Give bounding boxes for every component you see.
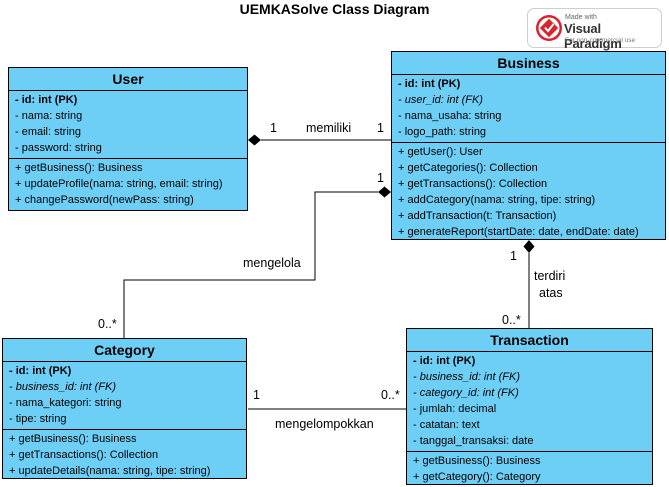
mengelompokkan-left-multiplicity: 1 <box>253 388 260 402</box>
class-business[interactable]: Business - id: int (PK) - user_id: int (… <box>391 51 666 240</box>
badge-made-with: Made with <box>565 14 597 21</box>
method: + getCategories(): Collection <box>398 162 538 174</box>
method: + getBusiness(): Business <box>15 162 143 174</box>
memiliki-right-multiplicity: 1 <box>377 121 384 135</box>
method: + getTransactions(): Collection <box>9 449 159 461</box>
method: + generateReport(startDate: date, endDat… <box>398 226 639 238</box>
attribute: - nama_usaha: string <box>398 110 502 122</box>
class-user[interactable]: User - id: int (PK) - nama: string - ema… <box>8 67 248 211</box>
attribute: - tanggal_transaksi: date <box>413 435 534 447</box>
class-user-methods: + getBusiness(): Business + updateProfil… <box>9 159 247 210</box>
class-transaction-name: Transaction <box>407 329 652 352</box>
attribute: - user_id: int (FK) <box>398 94 483 106</box>
mengelola-bottom-multiplicity: 0..* <box>98 317 117 331</box>
mengelompokkan-label: mengelompokkan <box>275 417 374 431</box>
method: + getUser(): User <box>398 146 483 158</box>
class-transaction[interactable]: Transaction - id: int (PK) - business_id… <box>406 328 653 485</box>
terdiri-atas-label-line2: atas <box>539 286 563 300</box>
terdiri-atas-diamond <box>523 240 535 253</box>
badge-non-commercial: For non-commercial use <box>565 37 636 44</box>
attribute: - id: int (PK) <box>398 78 461 90</box>
memiliki-diamond <box>248 134 261 146</box>
attribute: - password: string <box>15 142 102 154</box>
method: + addTransaction(t: Transaction) <box>398 210 557 222</box>
terdiri-atas-bottom-multiplicity: 0..* <box>502 313 521 327</box>
attribute: - nama_kategori: string <box>9 397 122 409</box>
attribute: - id: int (PK) <box>9 365 72 377</box>
attribute: - business_id: int (FK) <box>413 371 520 383</box>
method: + changePassword(newPass: string) <box>15 194 194 206</box>
method: + updateProfile(nama: string, email: str… <box>15 178 223 190</box>
mengelola-line <box>123 191 378 338</box>
class-category-name: Category <box>3 339 246 362</box>
method: + getBusiness(): Business <box>413 455 541 467</box>
method: + addCategory(nama: string, tipe: string… <box>398 194 596 206</box>
attribute: - business_id: int (FK) <box>9 381 116 393</box>
mengelola-diamond <box>378 186 391 198</box>
attribute: - id: int (PK) <box>15 94 78 106</box>
class-business-name: Business <box>392 52 665 75</box>
class-category-attributes: - id: int (PK) - business_id: int (FK) -… <box>3 362 246 430</box>
mengelola-top-multiplicity: 1 <box>377 171 384 185</box>
attribute: - id: int (PK) <box>413 355 476 367</box>
method: + getBusiness(): Business <box>9 433 137 445</box>
attribute: - email: string <box>15 126 82 138</box>
visual-paradigm-logo-icon <box>536 15 562 41</box>
mengelompokkan-right-multiplicity: 0..* <box>381 388 400 402</box>
attribute: - jumlah: decimal <box>413 403 497 415</box>
terdiri-atas-top-multiplicity: 1 <box>510 249 517 263</box>
attribute: - nama: string <box>15 110 83 122</box>
badge-visual-paradigm: Visual Paradigm <box>564 21 622 51</box>
terdiri-atas-label-line1: terdiri <box>534 269 566 283</box>
class-category[interactable]: Category - id: int (PK) - business_id: i… <box>2 338 247 479</box>
attribute: - catatan: text <box>413 419 480 431</box>
class-business-methods: + getUser(): User + getCategories(): Col… <box>392 143 665 242</box>
method: + getCategory(): Category <box>413 471 541 483</box>
diagram-title: UEMKASolve Class Diagram <box>239 1 430 17</box>
class-transaction-methods: + getBusiness(): Business + getCategory(… <box>407 452 652 487</box>
attribute: - tipe: string <box>9 413 67 425</box>
class-business-attributes: - id: int (PK) - user_id: int (FK) - nam… <box>392 75 665 143</box>
class-user-attributes: - id: int (PK) - nama: string - email: s… <box>9 91 247 159</box>
class-category-methods: + getBusiness(): Business + getTransacti… <box>3 430 246 481</box>
class-transaction-attributes: - id: int (PK) - business_id: int (FK) -… <box>407 352 652 452</box>
mengelola-label: mengelola <box>243 256 301 270</box>
attribute: - category_id: int (FK) <box>413 387 519 399</box>
method: + updateDetails(nama: string, tipe: stri… <box>9 465 211 477</box>
attribute: - logo_path: string <box>398 126 487 138</box>
memiliki-left-multiplicity: 1 <box>270 121 277 135</box>
method: + getTransactions(): Collection <box>398 178 548 190</box>
visual-paradigm-badge: Made with Visual Paradigm For non-commer… <box>527 8 662 51</box>
memiliki-label: memiliki <box>306 121 352 135</box>
class-user-name: User <box>9 68 247 91</box>
